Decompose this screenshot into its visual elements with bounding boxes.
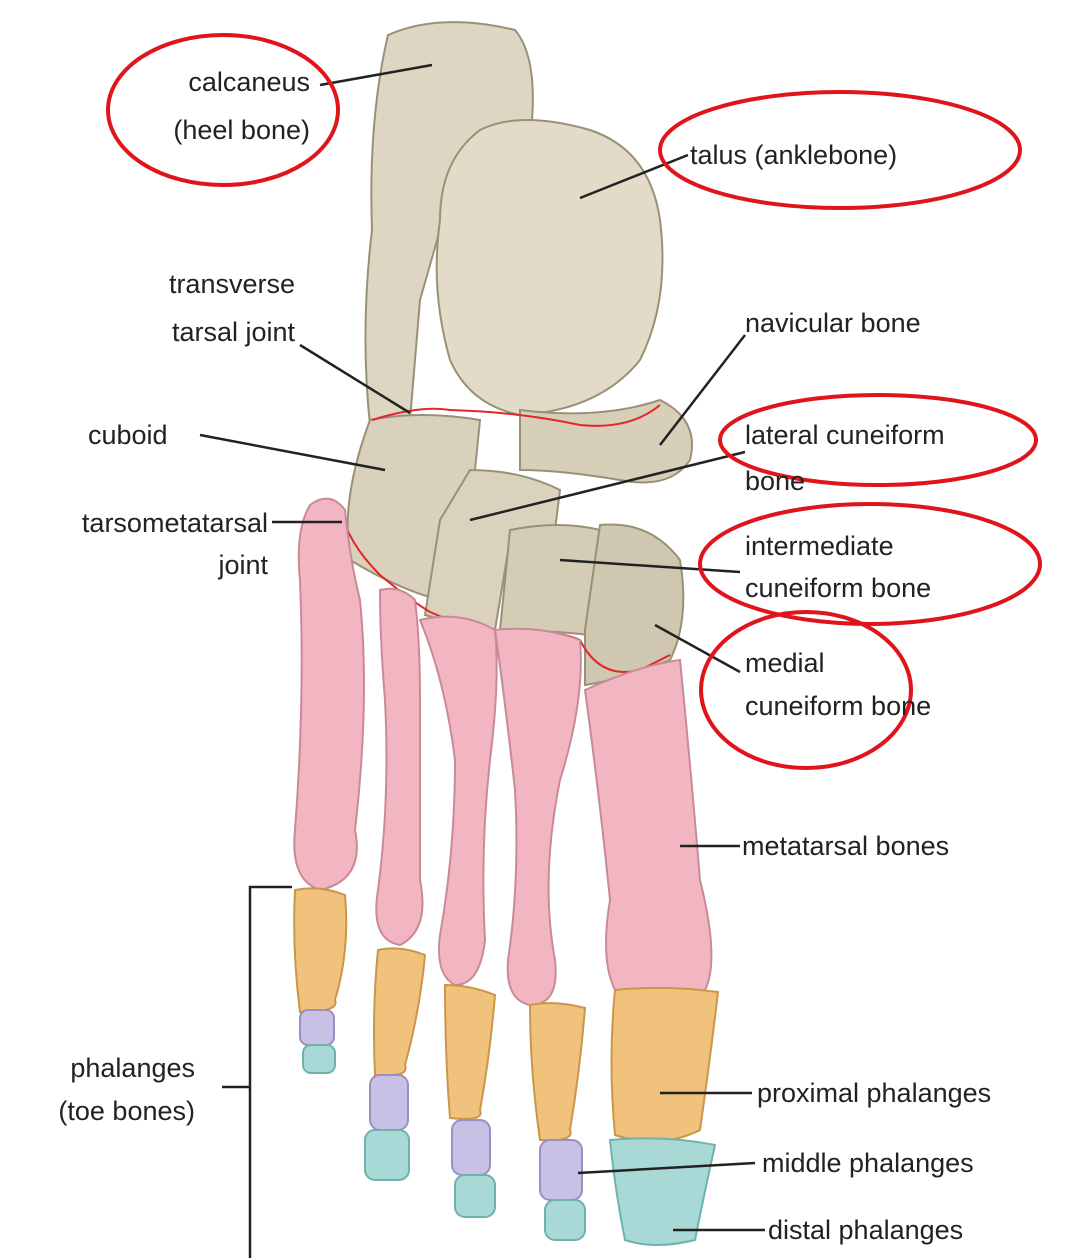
distal-phalanx-3 bbox=[455, 1175, 495, 1217]
label-lateral-line1: lateral cuneiform bbox=[745, 417, 945, 453]
phalanges-bracket bbox=[250, 887, 292, 1258]
distal-phalanx-5 bbox=[303, 1045, 335, 1073]
label-middle: middle phalanges bbox=[762, 1145, 974, 1181]
distal-phalanx-4 bbox=[365, 1130, 409, 1180]
label-intermediate-line1: intermediate bbox=[745, 528, 894, 564]
proximal-phalanx-2 bbox=[530, 1003, 585, 1140]
middle-phalanx-4 bbox=[370, 1075, 408, 1130]
label-metatarsal: metatarsal bones bbox=[742, 828, 949, 864]
leader-navicular bbox=[660, 335, 745, 445]
label-calcaneus-line2: (heel bone) bbox=[130, 112, 310, 148]
intermediate-cuneiform-bone bbox=[500, 525, 600, 635]
label-medial-line2: cuneiform bone bbox=[745, 688, 931, 724]
label-cuboid: cuboid bbox=[88, 417, 168, 453]
label-proximal: proximal phalanges bbox=[757, 1075, 991, 1111]
proximal-phalanx-4 bbox=[374, 948, 425, 1075]
proximal-phalanx-1 bbox=[612, 988, 719, 1142]
metatarsal-2 bbox=[495, 629, 581, 1005]
label-distal: distal phalanges bbox=[768, 1212, 963, 1248]
distal-phalanx-2 bbox=[545, 1200, 585, 1240]
metatarsal-4 bbox=[376, 589, 422, 945]
label-talus: talus (anklebone) bbox=[690, 137, 897, 173]
label-phalanges-line2: (toe bones) bbox=[10, 1093, 195, 1129]
label-calcaneus-line1: calcaneus bbox=[130, 64, 310, 100]
highlight-calcaneus bbox=[108, 35, 338, 185]
highlight-intermediate-cuneiform bbox=[700, 504, 1040, 624]
leader-cuboid bbox=[200, 435, 385, 470]
tarsal-bones bbox=[348, 22, 693, 685]
label-tarsomet-line2: joint bbox=[10, 547, 268, 583]
talus-bone bbox=[437, 120, 663, 415]
label-transverse-line2: tarsal joint bbox=[90, 314, 295, 350]
label-lateral-line2: bone bbox=[745, 463, 805, 499]
middle-phalanx-2 bbox=[540, 1140, 582, 1200]
proximal-phalanx-5 bbox=[294, 888, 346, 1012]
proximal-phalanx-3 bbox=[445, 985, 495, 1119]
middle-phalanx-3 bbox=[452, 1120, 490, 1175]
label-navicular: navicular bone bbox=[745, 305, 921, 341]
label-phalanges-line1: phalanges bbox=[10, 1050, 195, 1086]
navicular-bone bbox=[520, 400, 692, 483]
label-medial-line1: medial bbox=[745, 645, 825, 681]
middle-phalanx-5 bbox=[300, 1010, 334, 1045]
label-tarsomet-line1: tarsometatarsal bbox=[10, 505, 268, 541]
metatarsal-1 bbox=[585, 660, 711, 995]
metatarsal-3 bbox=[420, 617, 497, 985]
label-transverse-line1: transverse bbox=[90, 266, 295, 302]
label-intermediate-line2: cuneiform bone bbox=[745, 570, 931, 606]
